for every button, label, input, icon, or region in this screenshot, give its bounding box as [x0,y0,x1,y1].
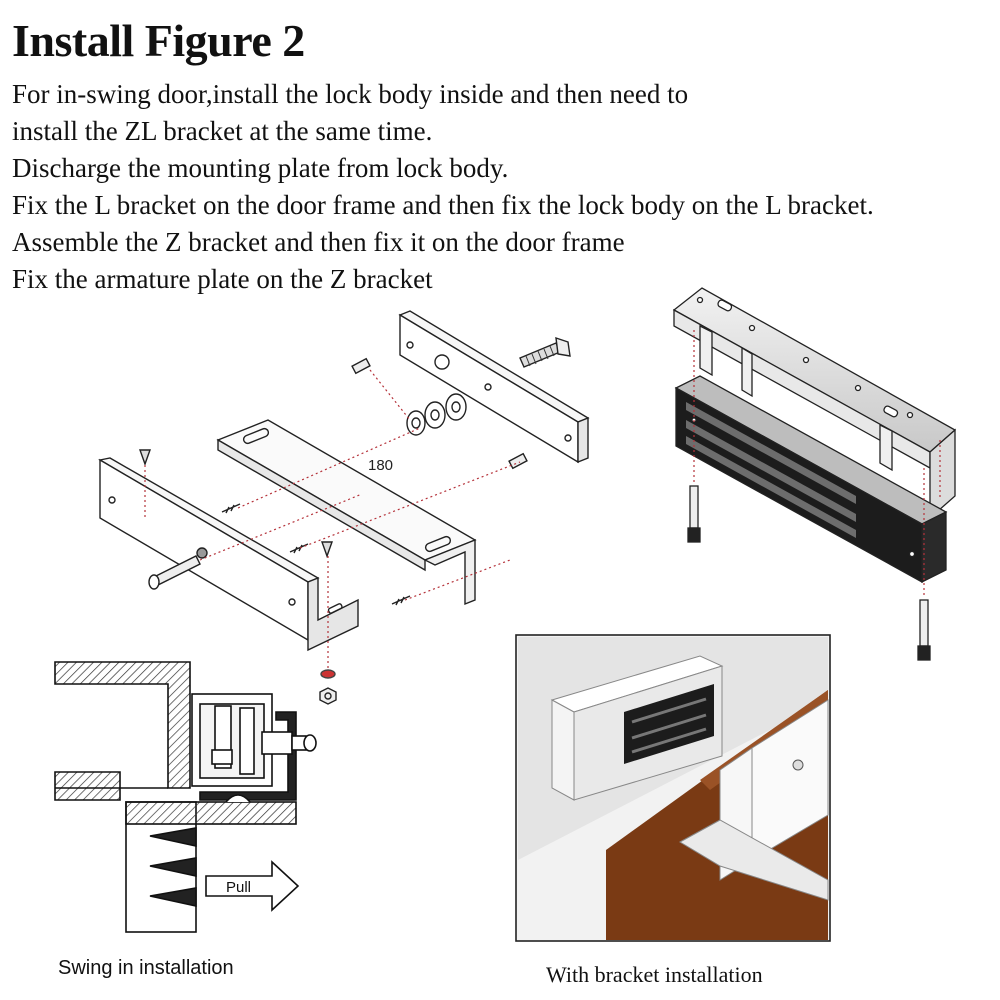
screw [139,449,411,606]
pin [351,357,528,470]
lock-guide-lines [693,330,941,598]
swing-in-caption: Swing in installation [58,957,234,979]
washer-set [406,393,467,436]
bracket-installation-illustration [515,634,831,942]
pull-arrow: Pull [205,860,300,912]
instruction-step: install the ZL bracket at the same time. [12,116,433,146]
dimension-label: 180 [368,457,393,474]
z-bracket [216,419,477,606]
nut-washer [319,669,337,705]
bracket-caption: With bracket installation [546,962,763,987]
lock-assembly [672,287,957,661]
exploded-view: 180 [98,310,590,705]
l-bracket [98,457,359,652]
pull-label: Pull [226,879,251,896]
instruction-step: Discharge the mounting plate from lock b… [12,153,509,183]
mounting-plate [398,310,590,464]
figure-title: Install Figure 2 [12,15,305,66]
instruction-step: For in-swing door,install the lock body … [12,79,689,109]
door-screw [149,827,197,907]
assembly-guide-lines [144,369,521,670]
magnetic-lock-body [674,375,948,584]
instruction-list: For in-swing door,install the lock body … [12,76,874,298]
instruction-step: Fix the L bracket on the door frame and … [12,190,874,220]
mounting-bolt [519,336,571,368]
lock-bolt [687,485,931,661]
instruction-step: Fix the armature plate on the Z bracket [12,264,433,294]
instruction-step: Assemble the Z bracket and then fix it o… [12,227,625,257]
lock-l-bracket [672,287,957,520]
swing-in-section: Pull [54,661,317,933]
shaft-pin [148,555,201,590]
